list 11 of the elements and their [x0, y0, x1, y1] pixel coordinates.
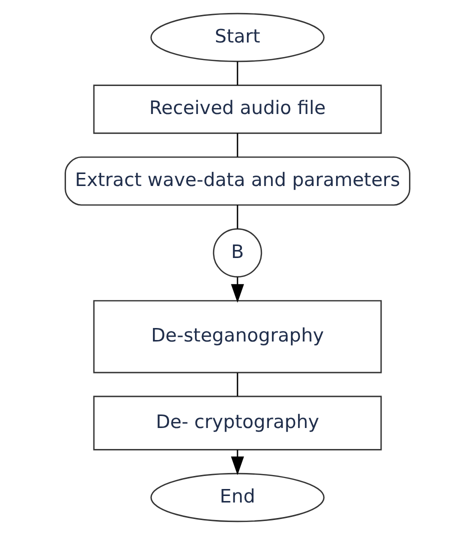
- node-box: Extract wave-data and parameters: [64, 156, 410, 206]
- node-box: De-steganography: [93, 300, 382, 374]
- connector: [236, 133, 238, 157]
- node-ellipse: Start: [150, 12, 325, 62]
- node-box: Received audio file: [93, 84, 382, 134]
- node-circle: B: [212, 228, 262, 278]
- node-box: De- cryptography: [93, 396, 382, 450]
- connector: [236, 205, 238, 229]
- connector: [236, 61, 238, 86]
- node-ellipse: End: [150, 472, 325, 522]
- connector: [236, 373, 238, 396]
